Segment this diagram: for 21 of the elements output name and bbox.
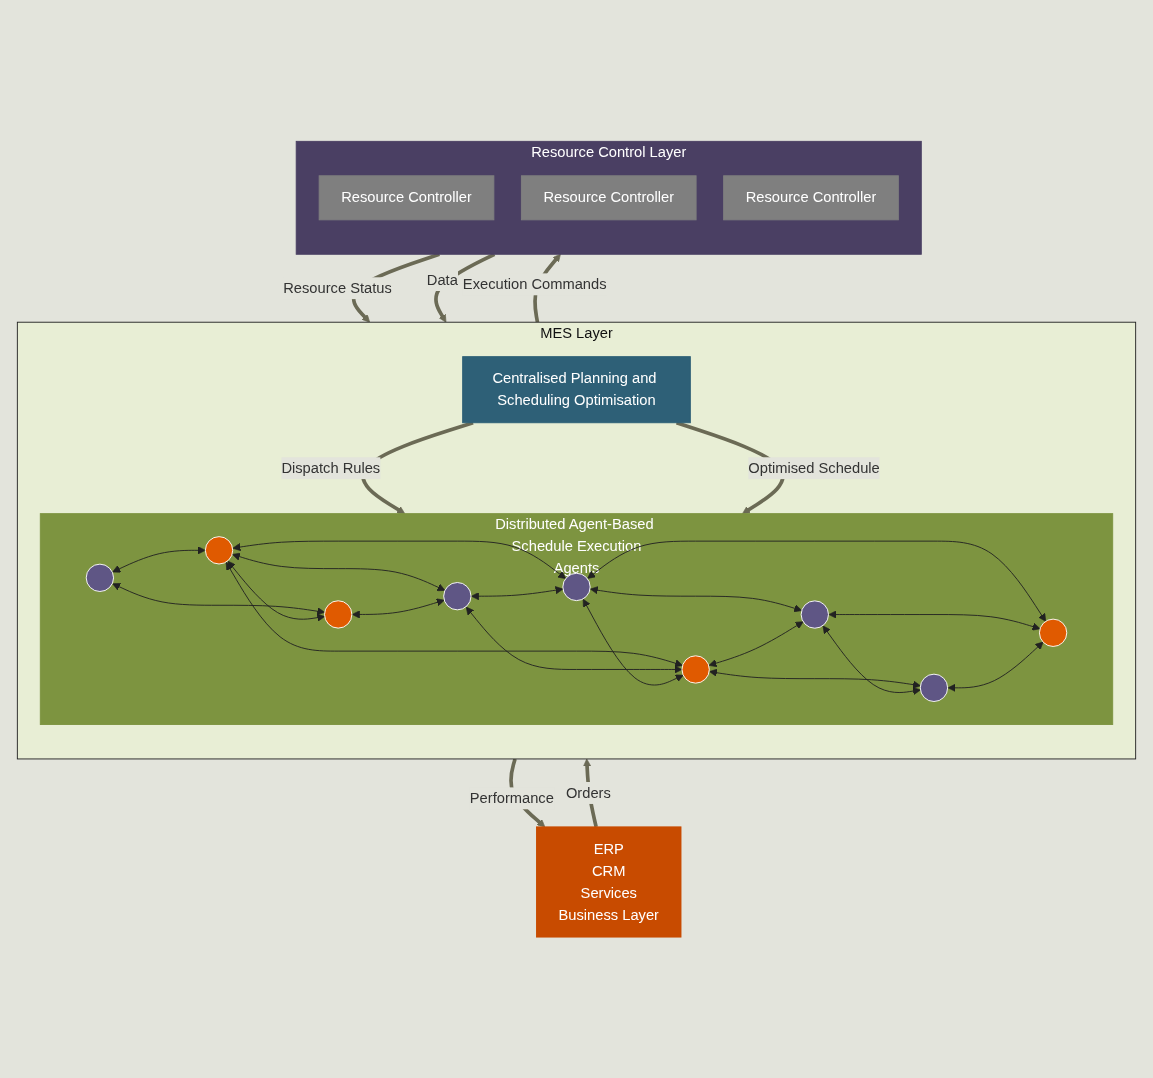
node-box: Centralised Planning and Scheduling Optimisation bbox=[462, 356, 691, 423]
node-circle bbox=[919, 673, 949, 702]
node-box: ERP CRM Services Business Layer bbox=[536, 826, 682, 938]
edge-label: Performance bbox=[469, 789, 554, 806]
node-circle bbox=[204, 536, 234, 565]
edge-label: Dispatch Rules bbox=[281, 459, 381, 476]
edge-label: Resource Status bbox=[283, 279, 392, 296]
node-circle bbox=[1039, 618, 1068, 647]
node-box: Resource Controller bbox=[520, 175, 697, 221]
node-circle bbox=[681, 655, 710, 684]
edge-label: Orders bbox=[565, 784, 611, 801]
edge-label: Execution Commands bbox=[462, 275, 607, 292]
cluster: Distributed Agent-Based Schedule Execution Agents bbox=[39, 513, 1114, 725]
node-circle bbox=[800, 600, 829, 629]
node-circle bbox=[443, 581, 472, 611]
edge-label: Optimised Schedule bbox=[748, 459, 880, 476]
node-box: Resource Controller bbox=[318, 175, 495, 221]
node-circle bbox=[85, 563, 114, 592]
edge-label: Data bbox=[426, 271, 458, 288]
node-circle bbox=[324, 600, 353, 629]
node-box: Resource Controller bbox=[723, 175, 899, 221]
